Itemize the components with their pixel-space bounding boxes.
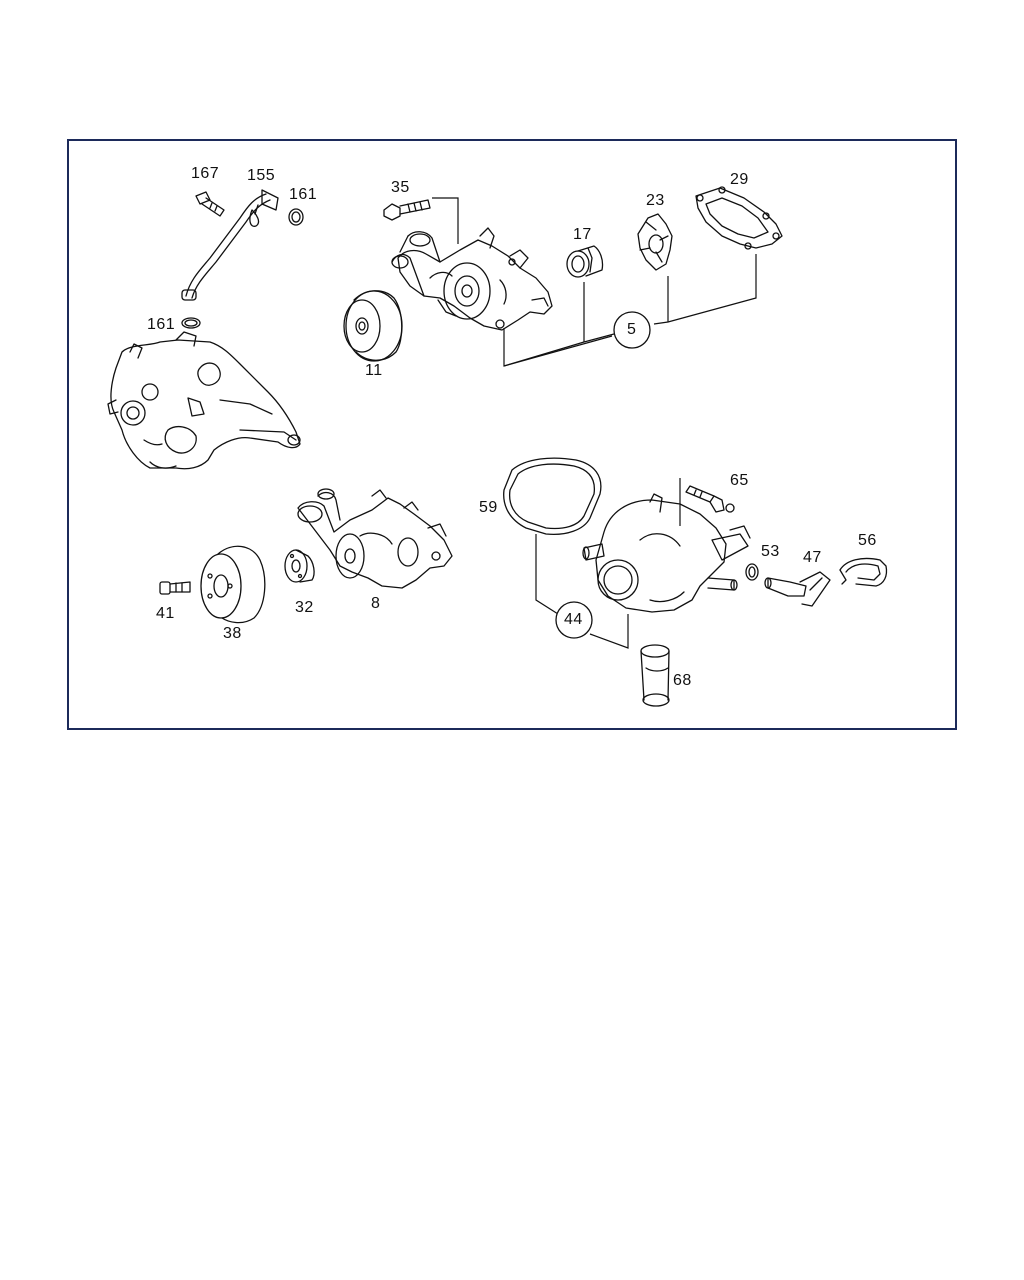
callout-23: 23 <box>646 192 665 209</box>
callout-47: 47 <box>803 549 822 566</box>
callout-155: 155 <box>247 167 276 184</box>
water-pump-8 <box>297 488 453 589</box>
impeller-23 <box>637 213 673 271</box>
callout-161-lower: 161 <box>147 316 176 333</box>
leader-lines <box>432 197 757 649</box>
assembly-group-44-marker <box>555 601 593 639</box>
callout-11: 11 <box>365 362 383 379</box>
gasket-59 <box>503 457 602 536</box>
callout-17: 17 <box>573 226 592 243</box>
callout-65: 65 <box>730 472 749 489</box>
callout-41: 41 <box>156 605 175 622</box>
callout-68: 68 <box>673 672 692 689</box>
callout-32: 32 <box>295 599 314 616</box>
callout-59: 59 <box>479 499 498 516</box>
engine-timing-cover <box>107 331 301 470</box>
vent-pipe-155 <box>181 189 279 301</box>
o-ring-53 <box>745 563 759 581</box>
callout-38: 38 <box>223 625 242 642</box>
retaining-clip-56 <box>839 557 888 587</box>
callout-44: 44 <box>564 611 583 628</box>
o-ring-161-upper <box>288 208 304 226</box>
hub-flange-32 <box>284 549 315 583</box>
thermostat-housing-44 <box>582 493 751 613</box>
callout-29: 29 <box>730 171 749 188</box>
callout-8: 8 <box>371 595 381 612</box>
bolt-65 <box>685 485 735 513</box>
bolt-41 <box>159 581 191 595</box>
o-ring-161-lower <box>181 317 201 329</box>
callout-35: 35 <box>391 179 410 196</box>
pipe-68 <box>640 644 670 707</box>
callout-56: 56 <box>858 532 877 549</box>
diagram-frame <box>67 139 957 730</box>
water-pump-assembly-upper <box>391 227 553 331</box>
thermostat-17 <box>566 245 604 278</box>
callout-53: 53 <box>761 543 780 560</box>
bolt-167 <box>195 191 225 217</box>
assembly-group-5-marker <box>613 311 651 349</box>
bolt-35 <box>383 199 431 221</box>
pulley-11 <box>343 290 403 362</box>
callout-5: 5 <box>627 321 637 338</box>
callout-161-upper: 161 <box>289 186 318 203</box>
pulley-38 <box>200 545 266 624</box>
callout-167: 167 <box>191 165 220 182</box>
gasket-29 <box>695 186 783 250</box>
temperature-sensor-47 <box>764 571 831 607</box>
